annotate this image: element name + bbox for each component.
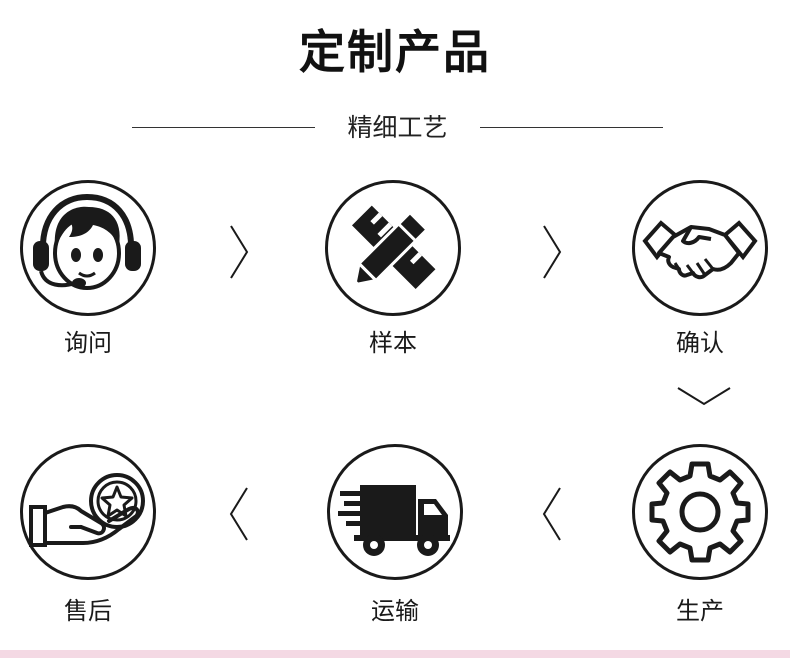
bottom-band bbox=[0, 650, 790, 658]
chevron-left-icon bbox=[542, 487, 561, 541]
chevron-down-icon bbox=[677, 387, 731, 406]
step-aftersales-circle bbox=[20, 444, 156, 580]
subtitle-row: 精细工艺 bbox=[0, 108, 790, 148]
step-inquiry-circle bbox=[20, 180, 156, 316]
step-production-label: 生产 bbox=[676, 597, 724, 625]
divider-right bbox=[480, 127, 663, 128]
chevron-right-icon bbox=[230, 225, 249, 279]
step-inquiry-label: 询问 bbox=[64, 329, 112, 357]
page-title: 定制产品 bbox=[299, 25, 491, 79]
gear-icon bbox=[649, 461, 751, 563]
hand-star-icon bbox=[29, 473, 145, 547]
divider-left bbox=[132, 127, 315, 128]
pencil-ruler-icon bbox=[351, 205, 436, 290]
step-shipping-label: 运输 bbox=[371, 597, 419, 625]
delivery-truck-icon bbox=[338, 485, 450, 556]
step-confirm-circle bbox=[632, 180, 768, 316]
step-sample-label: 样本 bbox=[369, 329, 417, 357]
step-sample-circle bbox=[325, 180, 461, 316]
chevron-left-icon bbox=[229, 487, 248, 541]
step-aftersales-label: 售后 bbox=[64, 597, 112, 625]
step-production-circle bbox=[632, 444, 768, 580]
step-confirm-label: 确认 bbox=[676, 329, 724, 357]
customer-service-headset-icon bbox=[33, 193, 141, 290]
step-shipping-circle bbox=[327, 444, 463, 580]
chevron-right-icon bbox=[543, 225, 562, 279]
handshake-icon bbox=[642, 220, 758, 280]
subtitle: 精细工艺 bbox=[347, 113, 448, 142]
